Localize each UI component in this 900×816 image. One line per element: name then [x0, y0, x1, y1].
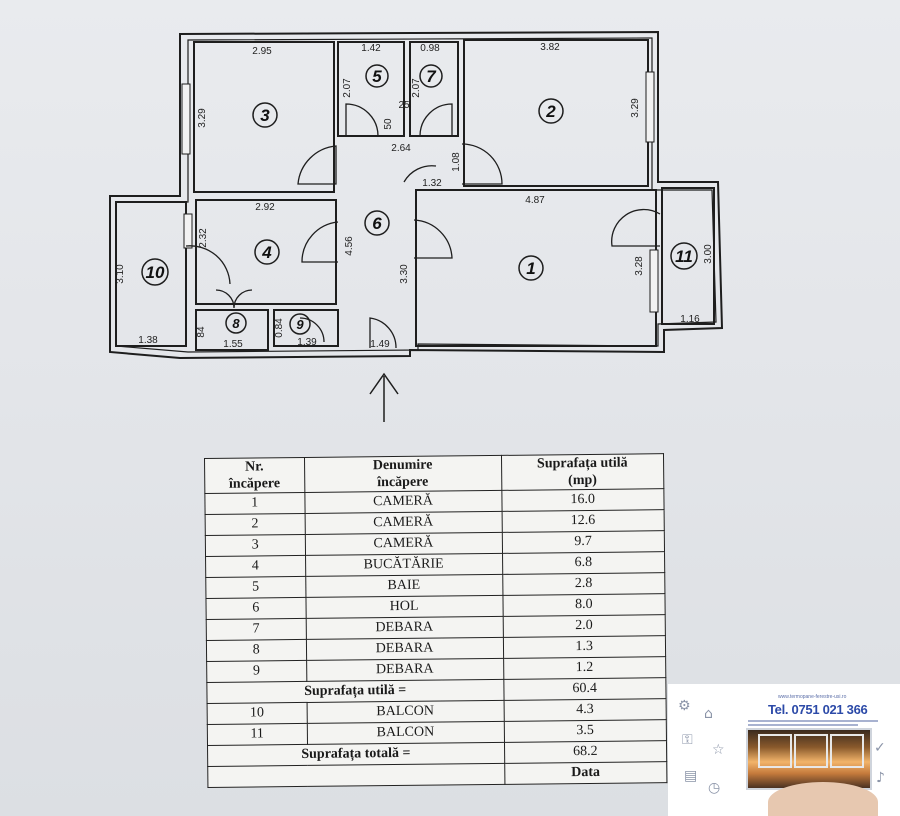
room-5-number: 5: [372, 67, 382, 86]
dim-label: 3.29: [630, 98, 641, 118]
hand-image: [768, 782, 878, 816]
dim-label: 1.42: [361, 43, 381, 54]
room-8-outline: [195, 309, 269, 351]
header-nr: Nr.încăpere: [204, 457, 305, 494]
dim-label: 2.95: [252, 46, 272, 57]
dim-label: 1.16: [680, 314, 700, 325]
advertisement-card[interactable]: www.termopane-ferestre-usi.ro Tel. 0751 …: [668, 684, 900, 816]
room-2-number: 2: [545, 102, 556, 121]
bell-icon: ♪: [876, 770, 885, 786]
room-4-outline: [195, 199, 337, 305]
dim-label: 3.10: [115, 264, 126, 284]
room-3-outline: [193, 41, 335, 193]
clock-icon: ◷: [708, 780, 721, 796]
door-room-1: [413, 219, 453, 259]
dim-label: 2.64: [391, 143, 411, 154]
window-room-10: [183, 213, 193, 249]
door-room-7: [419, 103, 453, 137]
check-icon: ✓: [874, 740, 886, 756]
room-6-number: 6: [372, 214, 382, 233]
dim-label: 84: [196, 326, 207, 338]
dim-label: 1.49: [370, 339, 390, 350]
dim-label: 3.28: [634, 256, 645, 276]
door-room-9: [299, 317, 325, 343]
house-icon: ⌂: [704, 706, 713, 722]
north-arrow-icon: [369, 372, 399, 422]
window-icon: [830, 734, 864, 768]
room-10-outline: [115, 201, 187, 347]
dim-label: 4.87: [525, 195, 545, 206]
dim-label: 2.92: [255, 202, 275, 213]
room-10-number: 10: [146, 263, 165, 282]
window-room-1: [649, 249, 659, 313]
door-room-10: [185, 245, 231, 285]
dim-label: 1.55: [223, 339, 243, 350]
dim-label: 1.32: [422, 178, 442, 189]
room-1-outline: [415, 189, 657, 347]
header-area: Suprafața utilă(mp): [501, 453, 664, 491]
window-icon: [758, 734, 792, 768]
door-entry: [369, 317, 397, 349]
room-9-outline: [273, 309, 339, 347]
ad-url[interactable]: www.termopane-ferestre-usi.ro: [778, 694, 847, 700]
room-11-number: 11: [675, 247, 693, 266]
dim-label: 0.84: [274, 318, 285, 338]
ad-divider: [748, 724, 858, 726]
ad-photo: [746, 728, 872, 790]
window-room-2: [645, 71, 655, 143]
door-room-2: [461, 143, 503, 185]
dim-label: 1.08: [451, 152, 462, 172]
dim-label: 2.32: [198, 228, 209, 248]
room-7-number: 7: [426, 67, 437, 86]
room-11-outline: [661, 187, 715, 325]
room-8-number: 8: [232, 316, 240, 331]
room-7-outline: [409, 41, 459, 137]
dim-label: 0.98: [420, 43, 440, 54]
floor-plan: 3 5 7 2 6 4 1 11 10 8 9 2.95 3.29 1.42 2…: [109, 30, 724, 422]
footer-row: Data: [207, 761, 667, 788]
room-2-outline: [463, 39, 649, 187]
ad-divider: [748, 720, 878, 722]
lock-icon: ⚿: [682, 732, 693, 748]
room-3-number: 3: [260, 106, 270, 125]
room-9-number: 9: [296, 317, 304, 332]
document-icon: ▤: [684, 768, 698, 784]
dim-label: 1.39: [297, 337, 317, 348]
room-5-outline: [337, 41, 405, 137]
dim-label: 2.07: [342, 78, 353, 98]
dim-label: 3.82: [540, 42, 560, 53]
dim-label: 50: [383, 118, 394, 130]
footer-data-label: Data: [504, 761, 667, 785]
dim-label: 1.38: [138, 335, 158, 346]
star-icon: ☆: [712, 742, 725, 758]
ad-phone[interactable]: Tel. 0751 021 366: [768, 702, 868, 717]
subtotal-value: 60.4: [503, 677, 667, 701]
dim-label: 3.00: [703, 244, 714, 264]
window-icon: [794, 734, 828, 768]
total-value: 68.2: [504, 740, 667, 764]
room-4-number: 4: [261, 243, 272, 262]
dim-label: 25: [398, 100, 410, 111]
room-1-number: 1: [526, 259, 535, 278]
dim-label: 4.56: [344, 236, 355, 256]
gear-icon: ⚙: [678, 698, 691, 714]
door-hall-right: [403, 165, 437, 183]
dim-label: 3.30: [399, 264, 410, 284]
door-room-8: [215, 289, 253, 309]
dim-label: 2.07: [411, 78, 422, 98]
dim-label: 3.29: [197, 108, 208, 128]
window-room-3: [181, 83, 191, 155]
door-room-11: [611, 208, 661, 247]
door-room-4: [301, 221, 339, 263]
door-room-5: [345, 103, 379, 137]
outer-wall: [109, 30, 724, 360]
door-room-3: [297, 145, 337, 185]
